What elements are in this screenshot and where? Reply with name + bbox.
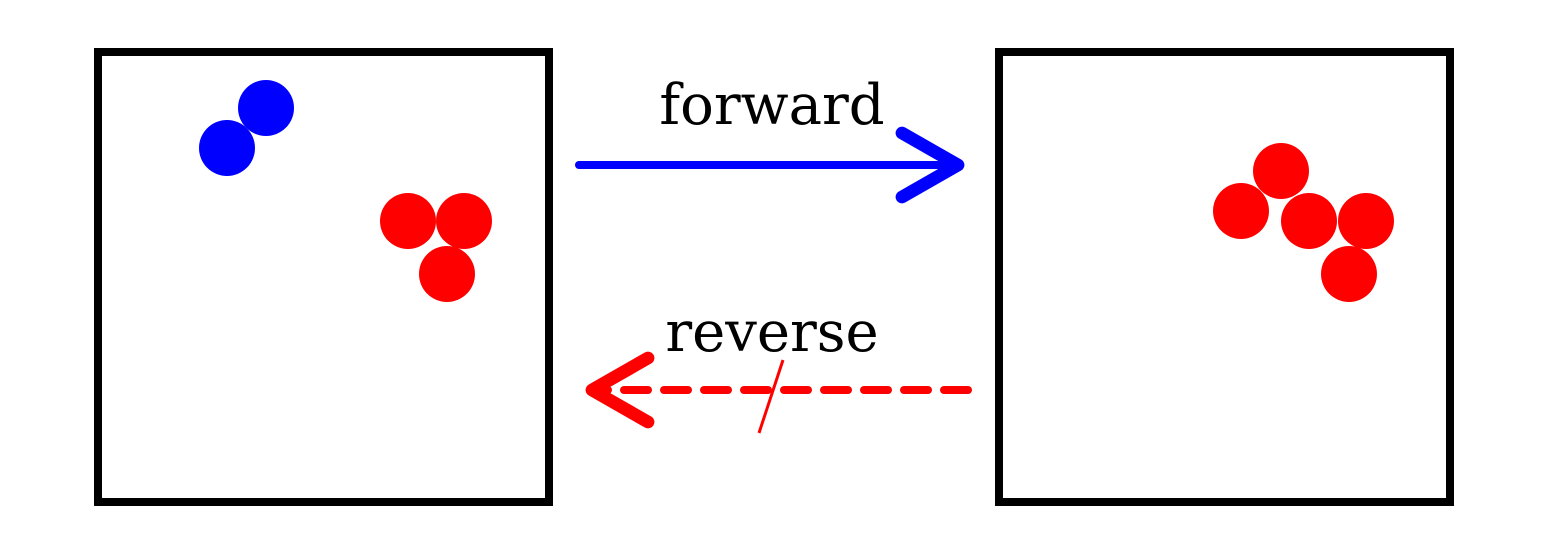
reverse-transition: reverse [585, 300, 972, 434]
particle-red [1338, 193, 1394, 249]
particle-red [1253, 143, 1309, 199]
blocked-slash-mark [757, 359, 785, 434]
reverse-label: reverse [665, 300, 878, 365]
particle-red [1321, 246, 1377, 302]
forward-transition: forward [575, 73, 965, 204]
particle-blue [199, 120, 255, 176]
particle-red [1281, 193, 1337, 249]
particle-red [436, 193, 492, 249]
initial-state-panel [94, 48, 553, 506]
particle-red [380, 193, 436, 249]
particle-red [1213, 183, 1269, 239]
final-state-frame [995, 48, 1454, 506]
initial-state-frame [94, 48, 553, 506]
forward-label: forward [659, 73, 884, 138]
particle-red [419, 246, 475, 302]
particle-blue [238, 80, 294, 136]
final-state-panel [995, 48, 1454, 506]
